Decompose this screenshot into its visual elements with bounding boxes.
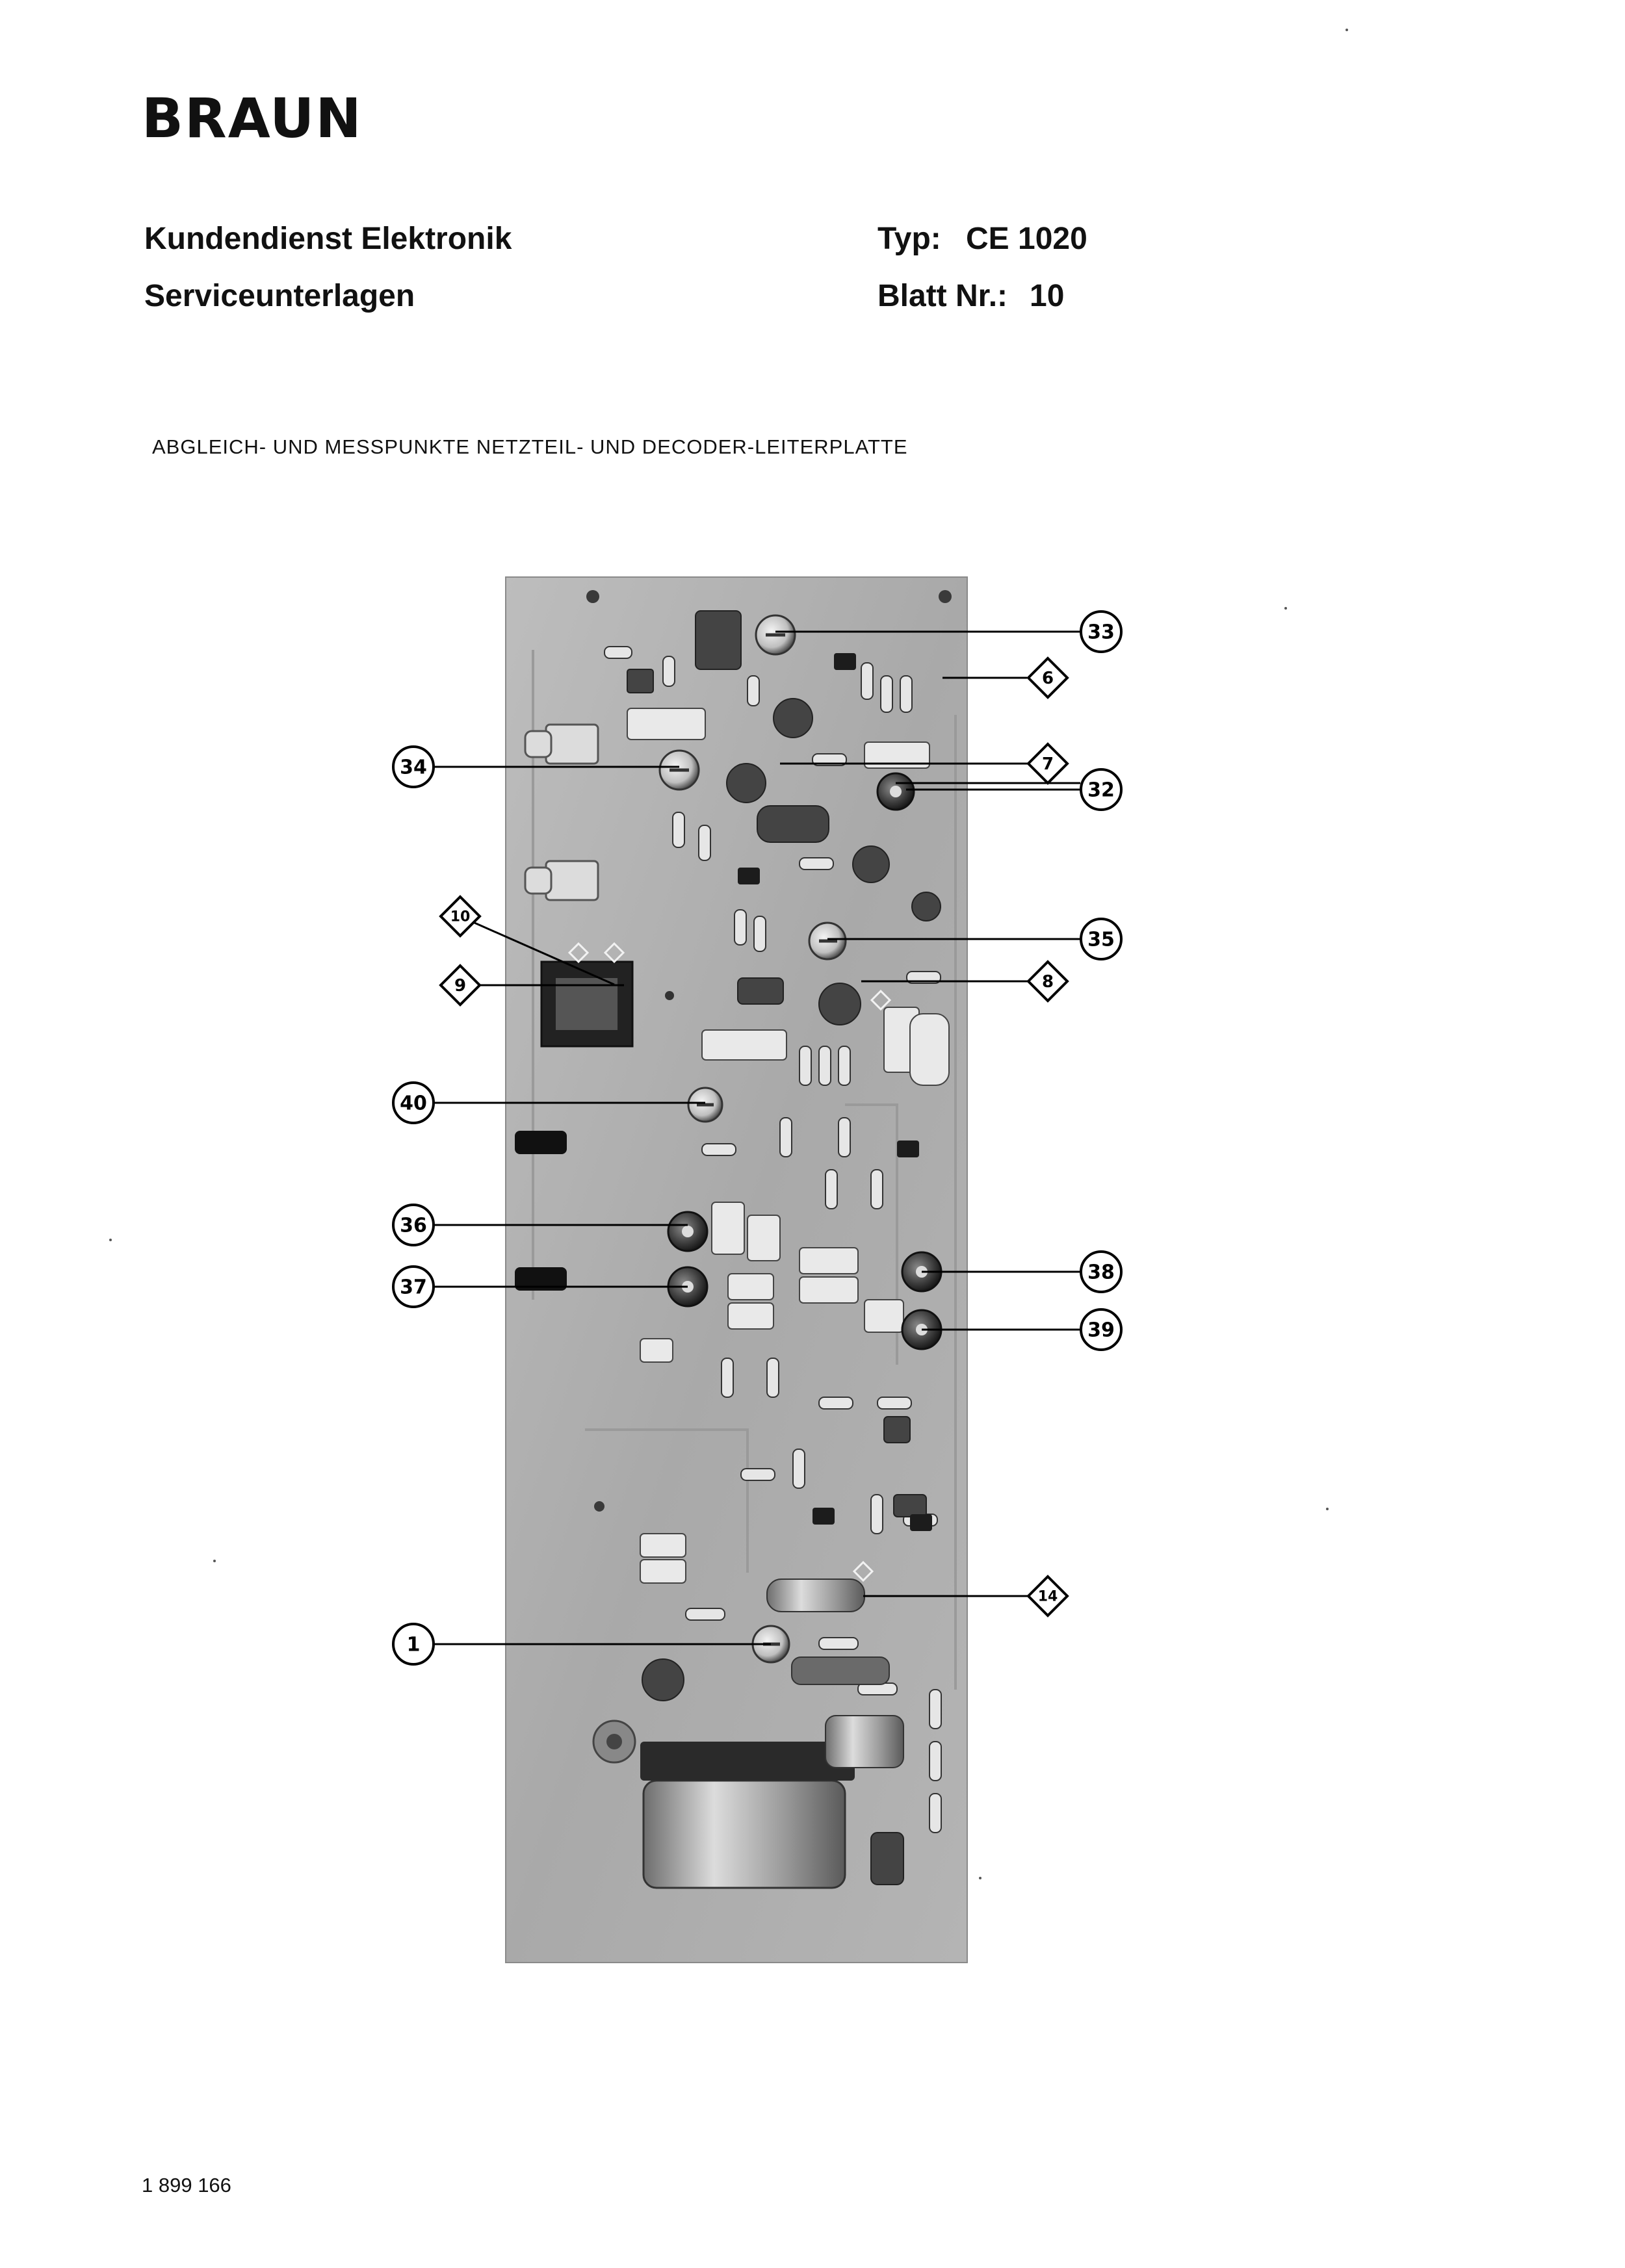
scan-speck xyxy=(1326,1508,1329,1510)
department-title: Kundendienst Elektronik xyxy=(144,222,512,256)
sheet-label: Blatt Nr.: xyxy=(878,279,1008,313)
callout-7-label: 7 xyxy=(1042,754,1054,774)
callout-6-marker xyxy=(1026,656,1069,699)
callout-9-label: 9 xyxy=(454,976,466,996)
callout-34-marker xyxy=(392,745,435,788)
callout-33-label: 33 xyxy=(1087,621,1115,644)
scan-speck xyxy=(979,1877,982,1879)
callout-8-label: 8 xyxy=(1042,972,1054,992)
sheet-value: 10 xyxy=(1030,279,1065,313)
callout-40-label: 40 xyxy=(400,1092,427,1115)
braun-logo: BRAUN xyxy=(142,86,363,150)
callout-36-label: 36 xyxy=(400,1215,427,1237)
document-number: 1 899 166 xyxy=(142,2174,231,2197)
type-label: Typ: xyxy=(878,222,941,256)
scan-speck xyxy=(1284,607,1287,610)
callout-32-marker xyxy=(1080,768,1123,811)
callout-6-label: 6 xyxy=(1042,669,1054,688)
callout-9-marker xyxy=(439,964,482,1007)
scan-speck xyxy=(213,1560,216,1562)
callout-1-marker xyxy=(392,1623,435,1666)
callout-14-label: 14 xyxy=(1038,1589,1058,1605)
scan-speck xyxy=(1346,29,1348,31)
callout-33-marker xyxy=(1080,610,1123,653)
callout-40-marker xyxy=(392,1081,435,1124)
callout-14-marker xyxy=(1026,1575,1069,1617)
callout-36-marker xyxy=(392,1204,435,1246)
figure-caption: ABGLEICH- UND MESSPUNKTE NETZTEIL- UND D… xyxy=(152,435,908,458)
callout-38-marker xyxy=(1080,1250,1123,1293)
callout-32-label: 32 xyxy=(1087,779,1115,802)
callout-7-marker xyxy=(1026,742,1069,785)
callout-37-marker xyxy=(392,1265,435,1308)
callout-39-label: 39 xyxy=(1087,1319,1115,1342)
callout-10-marker xyxy=(439,895,482,938)
callout-10-label: 10 xyxy=(450,909,471,925)
callout-1-label: 1 xyxy=(407,1634,421,1656)
callout-35-label: 35 xyxy=(1087,929,1115,951)
document-kind: Serviceunterlagen xyxy=(144,279,415,313)
callout-34-label: 34 xyxy=(400,756,427,779)
callout-38-label: 38 xyxy=(1087,1261,1115,1284)
callout-35-marker xyxy=(1080,918,1123,960)
scan-speck xyxy=(109,1239,112,1241)
callout-8-marker xyxy=(1026,960,1069,1003)
callout-37-label: 37 xyxy=(400,1276,427,1299)
type-value: CE 1020 xyxy=(966,222,1087,256)
main-filter-capacitor xyxy=(642,1779,846,1889)
callout-39-marker xyxy=(1080,1308,1123,1351)
